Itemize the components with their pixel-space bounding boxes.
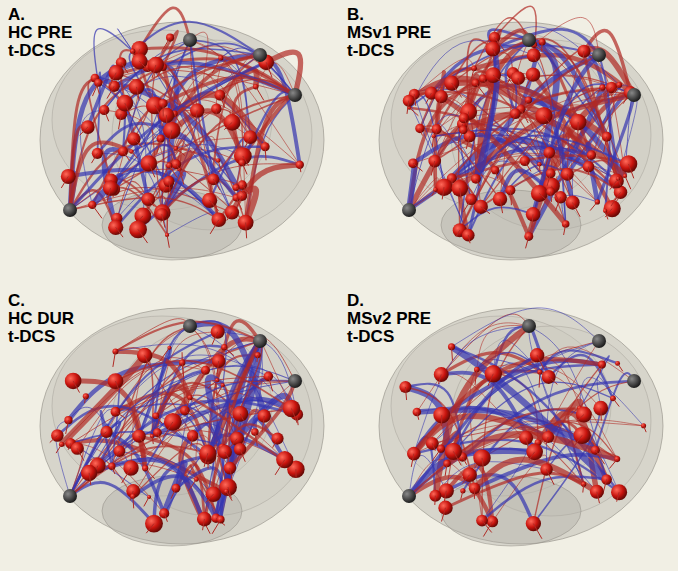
panel-label: A. — [6, 6, 27, 24]
panel-label: B. — [345, 6, 366, 24]
panel-label: HC DUR — [6, 310, 76, 328]
brain-render — [379, 308, 663, 546]
brain-render — [40, 308, 324, 546]
panel-label: t-DCS — [6, 328, 57, 346]
panel-label: t-DCS — [345, 42, 396, 60]
panel-label: t-DCS — [345, 328, 396, 346]
panel-label: t-DCS — [6, 42, 57, 60]
brain-render — [40, 8, 324, 260]
panel-label: MSv1 PRE — [345, 24, 433, 42]
panel-label: C. — [6, 292, 27, 310]
panel-label: MSv2 PRE — [345, 310, 433, 328]
panel-label: HC PRE — [6, 24, 74, 42]
brain-render — [379, 6, 663, 260]
panel-label: D. — [345, 292, 366, 310]
